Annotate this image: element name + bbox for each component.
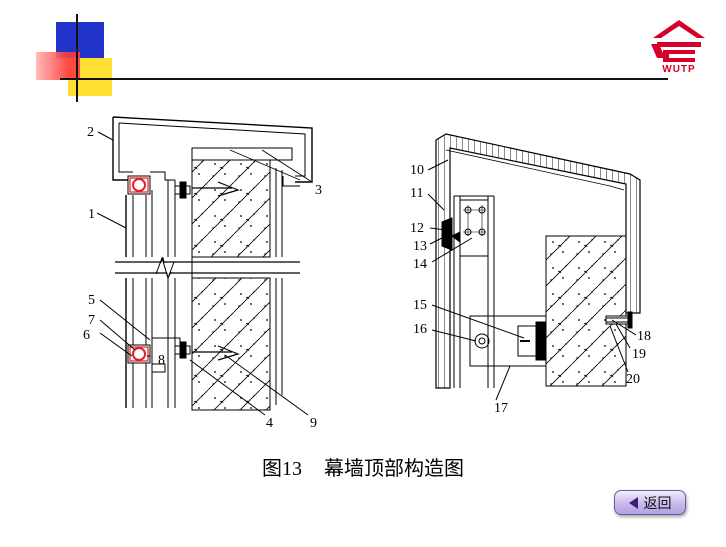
right-section — [427, 133, 641, 401]
callout-12: 12 — [410, 221, 424, 236]
back-button-label: 返回 — [643, 495, 672, 512]
callout-1: 1 — [88, 207, 95, 222]
callout-4: 4 — [266, 416, 273, 431]
callout-20: 20 — [626, 372, 640, 387]
left-callout-labels: 1 2 3 4 5 6 7 8 9 — [83, 125, 322, 431]
callout-18: 18 — [637, 329, 651, 344]
right-callout-labels: 10 11 12 13 14 15 16 17 18 19 20 — [410, 163, 651, 416]
callout-13: 13 — [413, 239, 427, 254]
callout-11: 11 — [410, 186, 423, 201]
callout-9: 9 — [310, 416, 317, 431]
callout-17: 17 — [494, 401, 508, 416]
callout-3: 3 — [315, 183, 322, 198]
left-section — [96, 116, 313, 416]
decor-red-square — [36, 52, 80, 80]
callout-6: 6 — [83, 328, 90, 343]
decor-horizontal-line — [60, 78, 668, 80]
wutp-logo-icon — [651, 20, 705, 62]
callout-2: 2 — [87, 125, 94, 140]
callout-16: 16 — [413, 322, 427, 337]
callout-5: 5 — [88, 293, 95, 308]
callout-14: 14 — [413, 257, 427, 272]
figure-title: 幕墙顶部构造图 — [324, 458, 464, 480]
callout-8: 8 — [158, 353, 165, 368]
left-arrow-icon — [628, 496, 638, 509]
callout-7: 7 — [88, 313, 95, 328]
back-button[interactable]: 返回 — [614, 490, 686, 515]
figure-caption: 图13 幕墙顶部构造图 — [0, 452, 726, 481]
logo-text: WUTP — [662, 64, 696, 75]
callout-15: 15 — [413, 298, 427, 313]
decor-vertical-line — [76, 14, 78, 102]
callout-19: 19 — [632, 347, 646, 362]
callout-10: 10 — [410, 163, 424, 178]
figure-number: 图13 — [262, 458, 302, 480]
